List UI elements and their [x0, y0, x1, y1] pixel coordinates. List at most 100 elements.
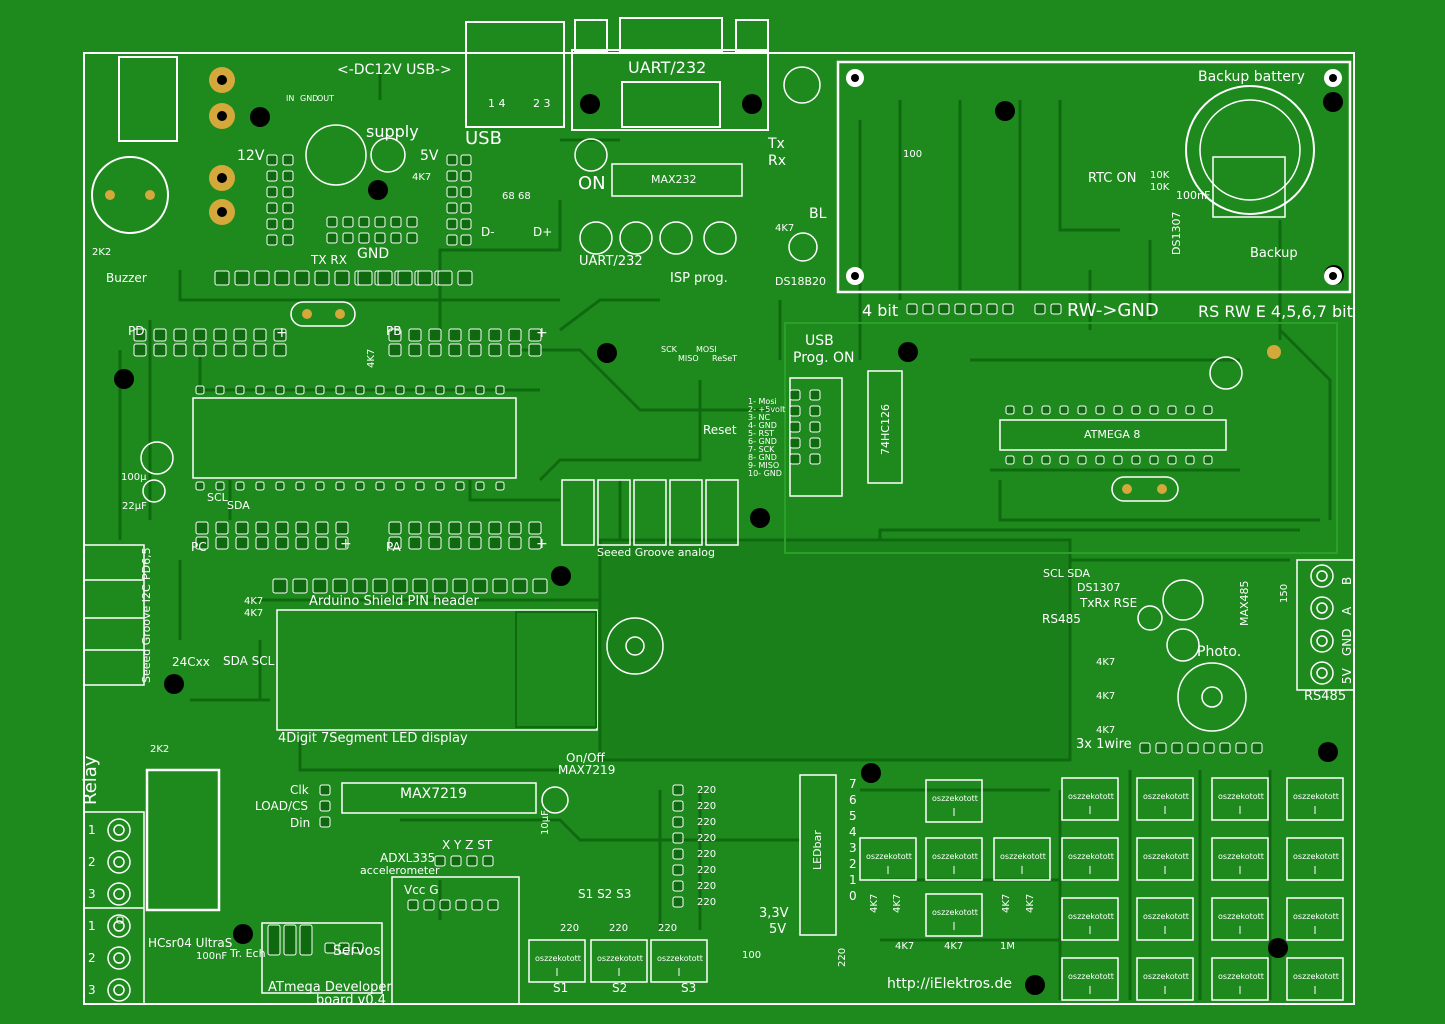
uart-on-label: ON	[578, 173, 606, 194]
led-r4k7-f: 4K7	[944, 941, 964, 952]
button-osz-label: oszzekotott	[1218, 972, 1264, 981]
right-r4k7-a: 4K7	[1096, 657, 1116, 668]
led-resistor-220-4: 220	[697, 849, 717, 860]
led-resistor-220-7: 220	[697, 897, 717, 908]
relay2-pin-1: 1	[88, 919, 96, 933]
right-scl-sda: SCL SDA	[1043, 567, 1091, 580]
atmega8-area	[784, 322, 1338, 554]
usb-label: USB	[465, 128, 502, 149]
isp-pin-sck: SCK	[661, 345, 677, 354]
onewire-label: 3x 1wire	[1076, 737, 1132, 752]
ds1307-chip: DS1307	[1170, 211, 1183, 255]
button-osz-label: oszzekotott	[1218, 852, 1264, 861]
atmega-dip-outline	[192, 397, 517, 479]
resistor-100-lcd: 100	[903, 149, 923, 160]
buzzer-label: Buzzer	[106, 271, 147, 285]
led-r1m: 1M	[1000, 941, 1015, 952]
button-osz-label: oszzekotott	[1143, 792, 1189, 801]
db9-connector	[571, 49, 769, 131]
cap-100u-label: 100µ	[121, 472, 147, 483]
display-title: 4Digit 7Segment LED display	[278, 731, 468, 746]
led-r4k7-b: 4K7	[892, 893, 903, 913]
usb-connector	[465, 21, 565, 128]
gnd-label: GND	[357, 246, 390, 262]
rs485-label: RS485	[1304, 689, 1347, 704]
dc-jack	[118, 56, 178, 142]
terminal-gnd: GND	[1340, 628, 1354, 656]
isp-pin-miso: MISO	[678, 354, 699, 363]
prog-on-label: Prog. ON	[793, 350, 855, 366]
button-osz-label: oszzekotott	[657, 954, 703, 963]
backup-battery-label: Backup battery	[1198, 69, 1305, 85]
max7219-outline	[341, 782, 537, 814]
txrx-rse-label: TxRx RSE	[1080, 596, 1138, 610]
led-r4k7-e: 4K7	[895, 941, 915, 952]
header-pa-label: PA	[386, 540, 401, 554]
header-pc-label: PC	[191, 540, 207, 554]
din-label: Din	[290, 816, 311, 830]
usb-pins-a: 1 4	[488, 97, 506, 110]
led-index-2: 5	[849, 809, 857, 823]
lcd-pins-label: RS RW E 4,5,6,7 bit	[1198, 302, 1353, 321]
rs485-small-label: RS485	[1042, 612, 1081, 626]
led-resistor-220-3: 220	[697, 833, 717, 844]
rs485-terminal	[1296, 559, 1355, 691]
clk-label: Clk	[290, 783, 309, 797]
relay-label: Relay	[80, 755, 101, 805]
footer-url: http://iElektros.de	[887, 976, 1012, 992]
isp-pinout-5: 5- RST	[748, 429, 775, 438]
resistor-4k7-left-a: 4K7	[244, 596, 264, 607]
button-osz-label: oszzekotott	[866, 852, 912, 861]
relay-outline	[145, 768, 221, 912]
resistor-2k2-relay: 2K2	[150, 744, 170, 755]
isp-pinout-9: 9- MISO	[748, 461, 780, 470]
led-5v-label: 5V	[769, 922, 787, 937]
switch-s2-label: S2	[612, 981, 628, 995]
onoff-label: On/Off	[566, 751, 605, 765]
header-scl-label: SCL	[207, 491, 228, 504]
pin-label-in: IN	[286, 94, 295, 103]
rx-label: Rx	[768, 153, 787, 169]
button-osz-label: oszzekotott	[1068, 912, 1114, 921]
resistor-4k7-left-b: 4K7	[244, 608, 264, 619]
isp-pinout-10: 10- GND	[748, 469, 782, 478]
button-osz-label: oszzekotott	[932, 794, 978, 803]
button-osz-label: oszzekotott	[1143, 852, 1189, 861]
isp-pinout-6: 6- GND	[748, 437, 777, 446]
seeed-analog-label: Seeed Groove analog	[597, 546, 716, 559]
button-osz-label: oszzekotott	[1068, 792, 1114, 801]
isp-pinout-2: 2- +5volt	[748, 405, 786, 414]
rtc-cap-label: 100nF	[1176, 189, 1211, 202]
button-osz-label: oszzekotott	[1068, 852, 1114, 861]
adxl335-label: ADXL335	[380, 851, 436, 865]
d-minus-label: D-	[481, 225, 495, 239]
max7219-chip: MAX7219	[400, 786, 467, 802]
header-pd-label: PD	[128, 324, 145, 338]
reset-label: Reset	[703, 423, 737, 437]
switch-r220-b: 220	[609, 923, 629, 934]
isp-pin-reset: ReSeT	[712, 354, 738, 363]
resistor-4k7-header: 4K7	[366, 348, 377, 368]
backup-label: Backup	[1250, 246, 1298, 261]
resistor-100-switch: 100	[742, 950, 762, 961]
led-resistor-220-6: 220	[697, 881, 717, 892]
buzzer-outline	[91, 156, 169, 234]
button-osz-label: oszzekotott	[932, 852, 978, 861]
button-osz-label: oszzekotott	[1000, 852, 1046, 861]
isp-pin-mosi: MOSI	[696, 345, 717, 354]
led-index-4: 3	[849, 841, 857, 855]
led-resistor-220-5: 220	[697, 865, 717, 876]
resistor-68-a: 68	[502, 191, 515, 202]
button-osz-label: oszzekotott	[1218, 912, 1264, 921]
relay2-pin-3: 3	[88, 983, 96, 997]
isp-pinout: 1- Mosi 2- +5volt 3- NC 4- GND 5- RST 6-…	[748, 398, 785, 478]
terminal-5v: 5V	[1340, 668, 1354, 684]
atmega8-chip: ATMEGA 8	[1084, 428, 1141, 441]
photo-label: Photo.	[1197, 644, 1242, 660]
eeprom-label: 24Cxx	[172, 655, 210, 669]
tx-label: Tx	[768, 136, 785, 152]
d-plus-label: D+	[533, 225, 553, 239]
bl-label: BL	[809, 206, 827, 222]
led-index-7: 0	[849, 889, 857, 903]
led-resistor-220-1: 220	[697, 801, 717, 812]
